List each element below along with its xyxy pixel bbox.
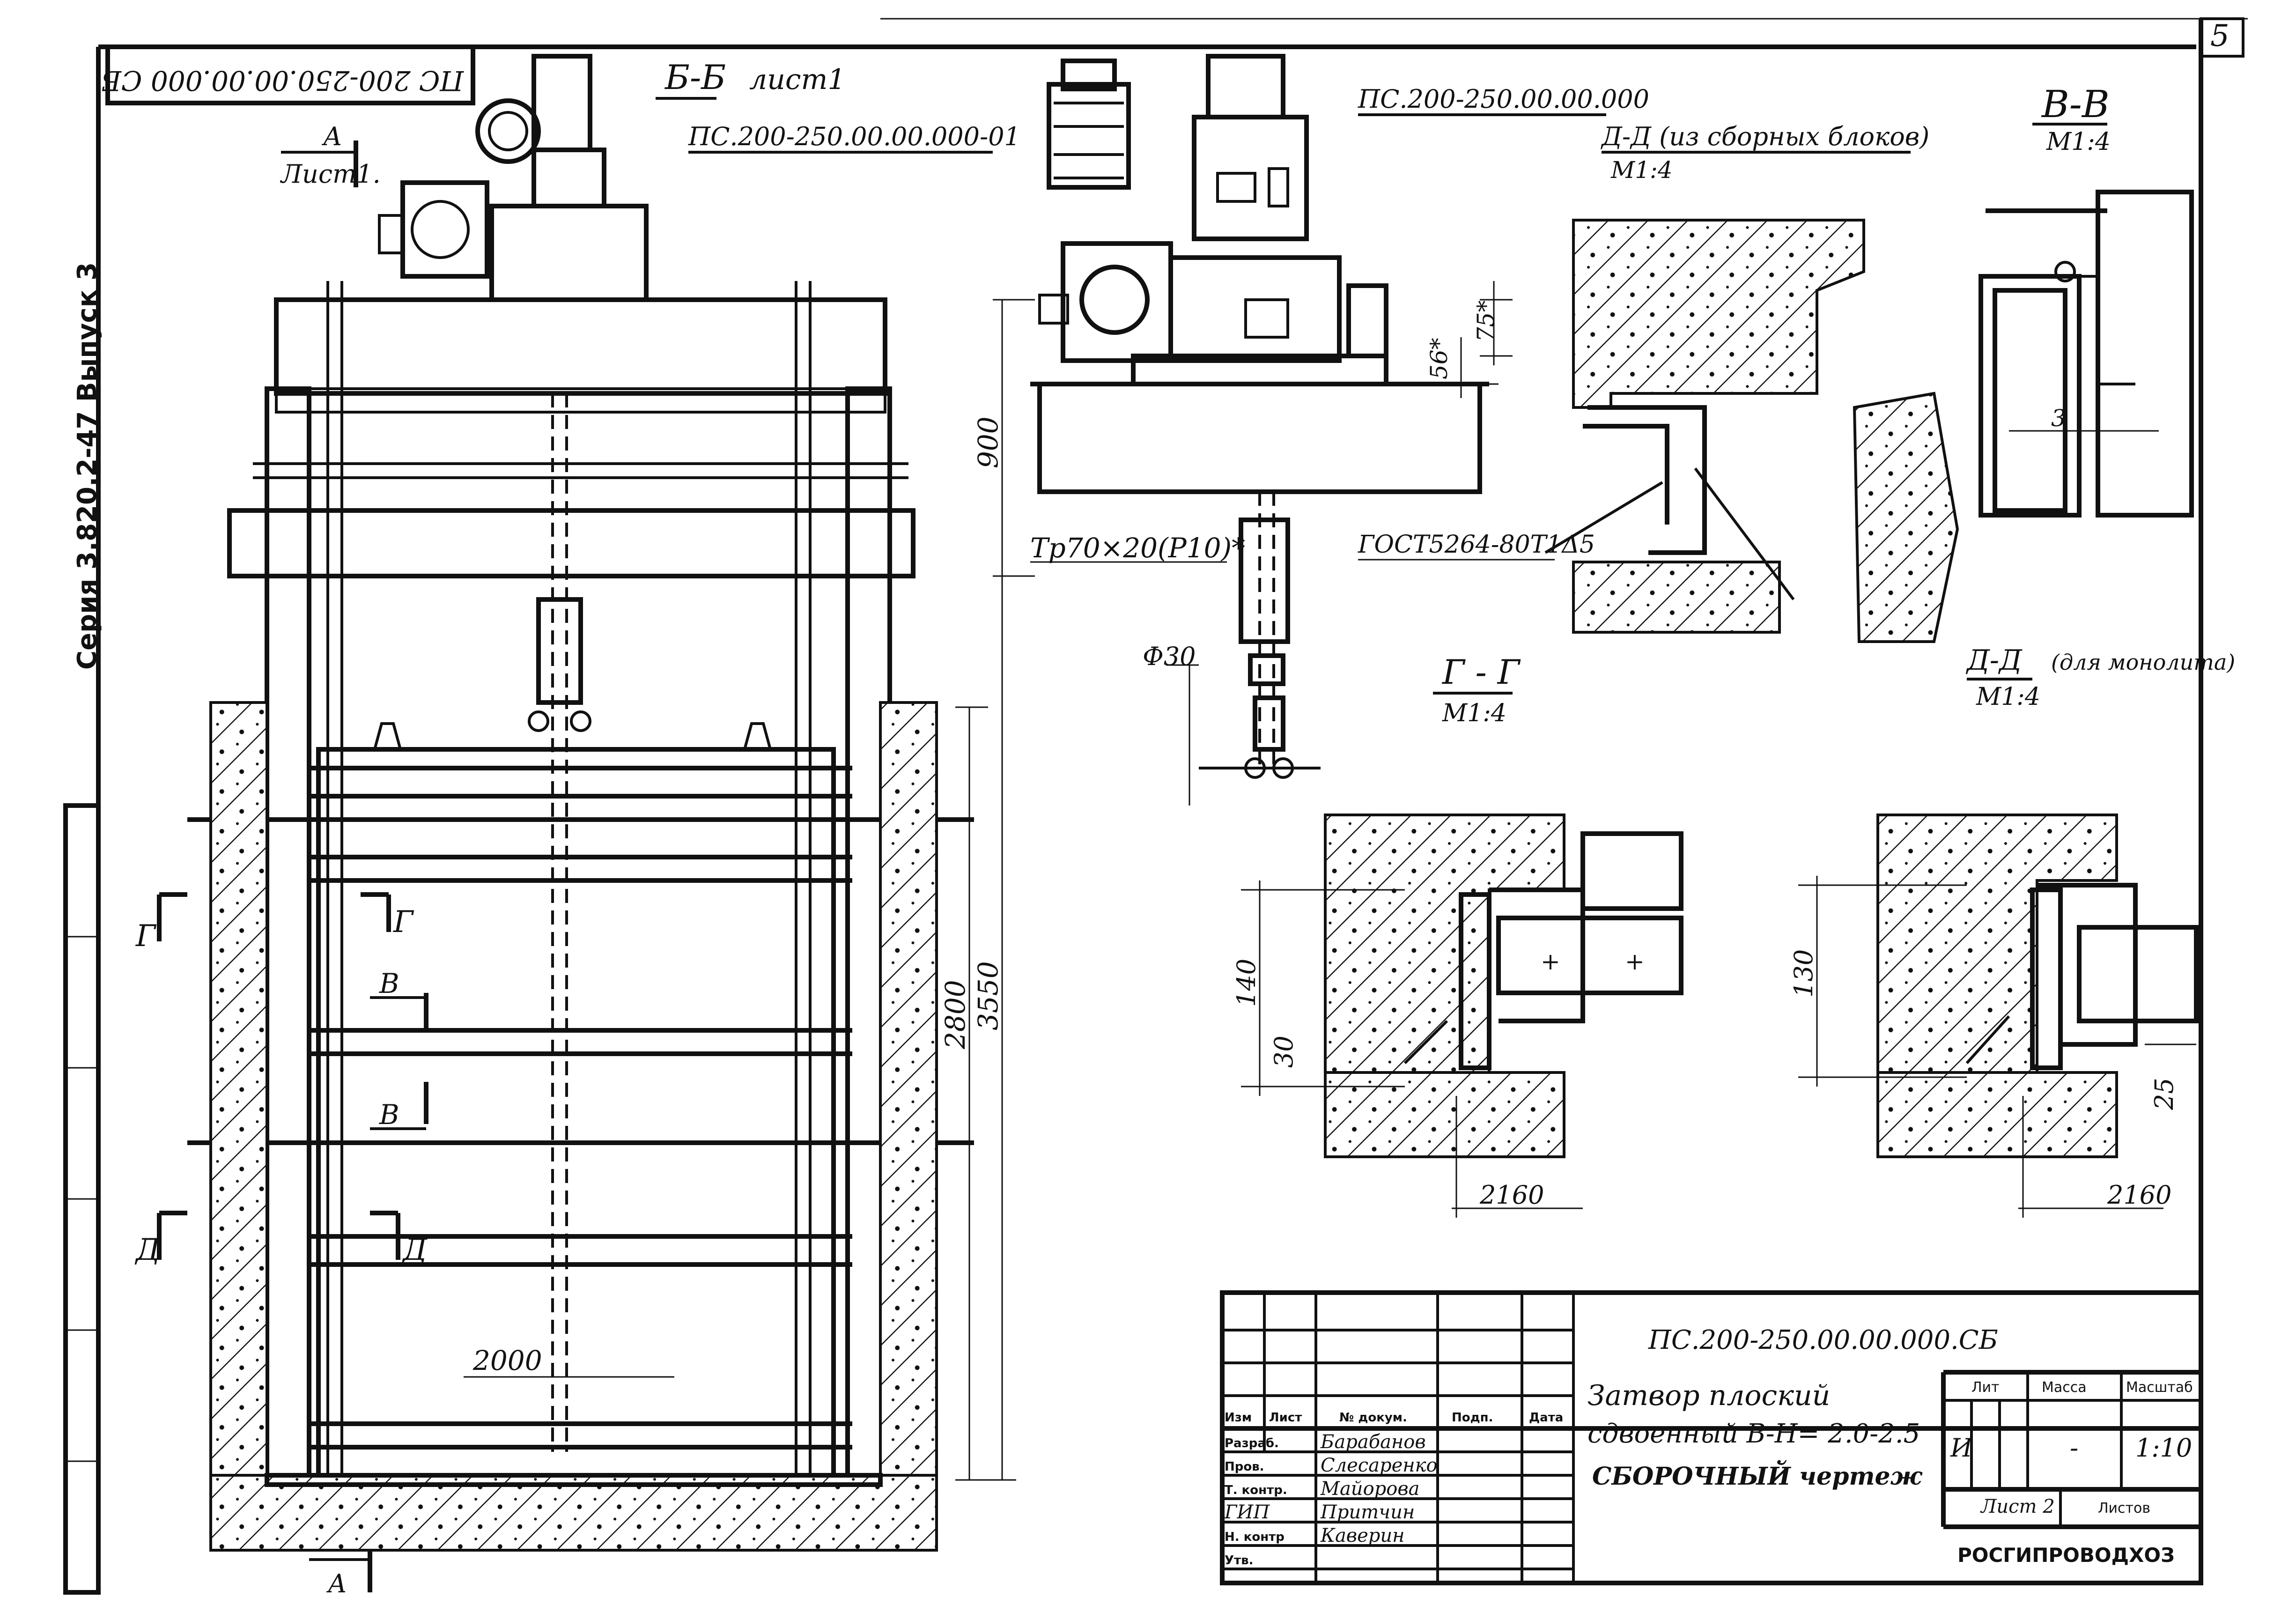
rotated-stamp: ПС 200-250.00.00.000 СБ xyxy=(102,44,475,105)
dd-mono-label: Д-Д xyxy=(1965,644,2023,677)
dim-2800: 2800 xyxy=(939,980,971,1050)
dim-3: 3 xyxy=(2051,405,2066,432)
tb-designation: ПС.200-250.00.00.000.СБ xyxy=(1648,1325,1998,1355)
dim-75: 75* xyxy=(1472,300,1499,342)
view-a-sheet-label: Лист1. xyxy=(280,159,381,189)
tb-role-0: Разраб. xyxy=(1225,1436,1279,1450)
gg-scale: М1:4 xyxy=(1442,699,1506,727)
variant-base-label: ПС.200-250.00.00.000 xyxy=(1358,84,1649,114)
gg-label: Г - Г xyxy=(1441,652,1521,692)
dim-900: 900 xyxy=(972,416,1004,468)
tb-lit-header: Лит xyxy=(1971,1379,2000,1396)
cut-d-left: Д xyxy=(134,1233,161,1267)
tb-header-izm: Изм xyxy=(1225,1411,1252,1425)
tb-name-2: Майорова xyxy=(1320,1478,1419,1500)
drawing-code-rotated: ПС 200-250.00.00.000 СБ xyxy=(102,65,464,96)
tb-lit-value: И xyxy=(1950,1433,1973,1463)
pipe-callout: Тр70×20(Р10)* xyxy=(1030,532,1245,564)
variant-01-label: ПС.200-250.00.00.000-01 xyxy=(688,122,1020,151)
right-wall-concrete xyxy=(879,701,938,1491)
dd-mono-scale: М1:4 xyxy=(1976,683,2040,711)
dim-25: 25 xyxy=(2149,1078,2179,1110)
front-view xyxy=(187,54,974,1478)
tb-sheet-label: Лист 2 xyxy=(1980,1496,2055,1517)
dim-140: 140 xyxy=(1232,959,1261,1007)
bottom-slab-concrete xyxy=(209,1474,938,1552)
dim-2000: 2000 xyxy=(472,1345,542,1376)
section-vv xyxy=(1979,190,2194,518)
cut-g-left: Г xyxy=(135,919,157,954)
tb-header-date: Дата xyxy=(1529,1411,1563,1425)
cut-v-bottom: В xyxy=(379,1099,399,1131)
cut-g-right: Г xyxy=(393,905,414,939)
section-dd-blocks xyxy=(1544,219,1959,643)
plus-mark-left: + xyxy=(1541,948,1560,975)
dim-56: 56* xyxy=(1425,338,1453,379)
tb-name-4: Каверин xyxy=(1320,1525,1404,1546)
tb-scale-header: Масштаб xyxy=(2126,1379,2193,1396)
tb-role-1: Пров. xyxy=(1225,1460,1264,1474)
tb-title-line1: Затвор плоский xyxy=(1587,1379,1830,1412)
title-block xyxy=(1220,1290,2203,1585)
section-gg-drawing: + + xyxy=(1241,814,1683,1218)
sheet-frame xyxy=(63,17,2248,1595)
tb-scale-value: 1:10 xyxy=(2135,1433,2192,1463)
dd-mono-note: (для монолита) xyxy=(2051,650,2235,675)
tb-header-doc: № докум. xyxy=(1339,1411,1407,1425)
vv-label: В-В xyxy=(2041,82,2110,126)
sheet1-label: лист1 xyxy=(749,63,846,96)
tb-role-2: Т. контр. xyxy=(1225,1483,1287,1497)
cut-d-right: Д xyxy=(401,1233,428,1267)
view-a-label: А xyxy=(321,122,342,151)
tb-name-0: Барабанов xyxy=(1320,1431,1426,1453)
left-wall-concrete xyxy=(209,701,268,1491)
dim-3550: 3550 xyxy=(972,961,1004,1030)
series-vertical-label: Серия 3.820.2-47 Выпуск 3 xyxy=(72,262,103,670)
dd-blocks-label: Д-Д (из сборных блоков) xyxy=(1601,122,1929,151)
front-dimensions xyxy=(464,299,1035,1481)
tb-header-list: Лист xyxy=(1269,1411,1302,1425)
vv-scale: М1:4 xyxy=(2046,128,2111,156)
tb-header-sign: Подп. xyxy=(1452,1411,1493,1425)
sheet-number: 5 xyxy=(2210,19,2230,53)
cut-a-bottom: А xyxy=(326,1569,347,1598)
side-dimensions xyxy=(1030,281,1513,806)
tb-mass-header: Масса xyxy=(2042,1379,2087,1396)
section-dd-mono-drawing xyxy=(1798,814,2199,1218)
tb-role-3: ГИП xyxy=(1224,1501,1270,1523)
tb-role-4: Н. контр xyxy=(1225,1530,1285,1544)
tb-role-5: Утв. xyxy=(1225,1553,1253,1568)
side-view xyxy=(1030,54,1489,779)
tb-organization: РОСГИПРОВОДХОЗ xyxy=(1957,1544,2175,1567)
tb-sheets-label: Листов xyxy=(2098,1500,2150,1516)
tb-title-line2: сдвоенный В-Н= 2.0-2.5 xyxy=(1587,1419,1920,1449)
cut-v-top: В xyxy=(379,968,399,999)
dim-2160-right: 2160 xyxy=(2107,1180,2171,1210)
dim-130: 130 xyxy=(1789,949,1818,998)
tb-title-line3: СБОРОЧНЫЙ чертеж xyxy=(1592,1460,1923,1491)
dim-30: 30 xyxy=(1269,1035,1299,1068)
tb-mass-value: - xyxy=(2070,1433,2078,1463)
plus-mark-right: + xyxy=(1625,948,1645,975)
tb-name-1: Слесаренко xyxy=(1321,1455,1438,1476)
dim-2160-left: 2160 xyxy=(1479,1180,1544,1210)
dd-blocks-scale: М1:4 xyxy=(1610,156,1673,184)
tb-name-3: Притчин xyxy=(1320,1501,1415,1523)
section-bb-label: Б-Б xyxy=(664,58,726,97)
d30-callout: Ф30 xyxy=(1143,642,1196,671)
gost-callout: ГОСТ5264-80Т1Δ5 xyxy=(1358,531,1595,559)
